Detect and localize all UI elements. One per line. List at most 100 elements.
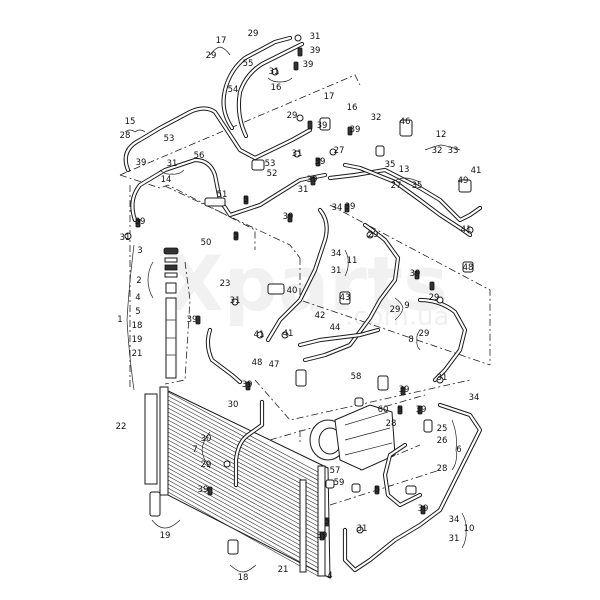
condenser xyxy=(144,386,331,579)
callout-label: 32 xyxy=(432,146,443,156)
callout-label: 40 xyxy=(287,286,298,296)
valve-25 xyxy=(423,419,433,433)
line-9-inner xyxy=(303,223,400,362)
bracket-2 xyxy=(147,261,154,299)
seal-ring-icon xyxy=(124,232,132,240)
condenser-fin xyxy=(167,427,319,510)
ac-compressor xyxy=(309,404,396,471)
valve-47 xyxy=(295,369,307,387)
seal-ring-icon xyxy=(281,331,289,339)
callout-label: 34 xyxy=(331,249,342,259)
condenser-fin xyxy=(167,395,319,477)
seal-21 xyxy=(299,479,307,573)
bracket-19 xyxy=(149,491,161,517)
bracket-58 xyxy=(377,375,389,391)
callout-label: 31 xyxy=(331,266,342,276)
bracket-49 xyxy=(458,179,472,193)
condenser-fin xyxy=(167,455,319,539)
condenser-fin xyxy=(167,423,319,506)
callout-label: 29 xyxy=(287,111,298,121)
callout-label: 34 xyxy=(332,203,343,213)
callout-label: 15 xyxy=(125,117,136,127)
line-17-inner xyxy=(222,36,292,130)
condenser-fin xyxy=(167,439,319,523)
switch-35 xyxy=(375,145,385,157)
bolt-icon xyxy=(310,176,316,186)
bolt-icon xyxy=(297,47,303,57)
callout-label: 31 xyxy=(292,149,303,159)
condenser-fin xyxy=(167,459,319,543)
callout-label: 31 xyxy=(298,185,309,195)
seal-ring-icon xyxy=(436,376,444,384)
valve-32 xyxy=(319,117,331,131)
leader-lines xyxy=(124,46,467,573)
bracket-28 xyxy=(405,485,417,495)
callout-label: 39 xyxy=(350,125,361,135)
bolt-icon xyxy=(374,485,380,495)
condenser-fin xyxy=(167,411,319,494)
callout-label: 56 xyxy=(194,151,205,161)
fasteners xyxy=(124,34,474,555)
condenser-fin xyxy=(167,487,319,573)
callout-label: 48 xyxy=(252,358,263,368)
callout-label: 12 xyxy=(436,130,447,140)
callout-label: 31 xyxy=(449,534,460,544)
bracket-16 xyxy=(267,77,293,83)
callout-label: 32 xyxy=(371,113,382,123)
dryer-cartridge-4 xyxy=(165,282,177,294)
callout-label: 31 xyxy=(230,296,241,306)
seal-ring-icon xyxy=(293,150,301,158)
bracket-13 xyxy=(391,177,421,183)
callout-label: 6 xyxy=(456,445,461,455)
callout-label: 60 xyxy=(378,405,389,415)
bracket-44 xyxy=(339,291,351,305)
callout-label: 28 xyxy=(437,464,448,474)
condenser-fin xyxy=(167,479,319,564)
callout-label: 48 xyxy=(463,263,474,273)
clip-46 xyxy=(399,119,413,137)
condenser-fin xyxy=(167,467,319,552)
callout-label: 17 xyxy=(216,36,227,46)
callout-label: 29 xyxy=(248,29,259,39)
bracket-7 xyxy=(201,431,211,469)
callout-label: 1 xyxy=(117,315,122,325)
callout-label: 49 xyxy=(458,176,469,186)
callout-label: 26 xyxy=(437,436,448,446)
callout-label: 21 xyxy=(132,349,143,359)
callout-label: 31 xyxy=(269,67,280,77)
callout-label: 53 xyxy=(265,159,276,169)
callout-label: 54 xyxy=(228,85,239,95)
callout-label: 7 xyxy=(192,445,197,455)
receiver-dryer xyxy=(163,247,179,379)
callout-label: 30 xyxy=(201,434,212,444)
callout-label: 17 xyxy=(324,92,335,102)
line-dryer-to-condenser xyxy=(205,327,243,385)
condenser-fin xyxy=(167,447,319,531)
compressor-rib-3 xyxy=(344,442,393,456)
callout-label: 39 xyxy=(136,158,147,168)
seal-ring-icon xyxy=(256,331,264,339)
condenser-fin xyxy=(167,431,319,514)
callout-label: 47 xyxy=(269,360,280,370)
condenser-fin xyxy=(167,491,319,577)
bracket-18 xyxy=(229,564,257,573)
callout-label: 31 xyxy=(357,524,368,534)
callout-label: 41 xyxy=(471,166,482,176)
bracket-1 xyxy=(126,244,135,391)
callout-label: 5 xyxy=(374,485,379,495)
seal-ring-icon xyxy=(366,231,374,239)
callout-label: 39 xyxy=(307,175,318,185)
compressor-rib-2 xyxy=(344,427,391,441)
bracket-11 xyxy=(344,249,349,277)
clip-51 xyxy=(204,197,226,207)
callout-label: 39 xyxy=(317,531,328,541)
condenser-fin xyxy=(167,415,319,498)
callout-label: 39 xyxy=(399,385,410,395)
callout-label: 4 xyxy=(327,571,332,581)
bolt-icon xyxy=(287,213,293,223)
bracket-12 xyxy=(424,144,461,151)
callout-label: 19 xyxy=(160,531,171,541)
bolt-icon xyxy=(429,281,435,291)
callout-label: 23 xyxy=(220,279,231,289)
